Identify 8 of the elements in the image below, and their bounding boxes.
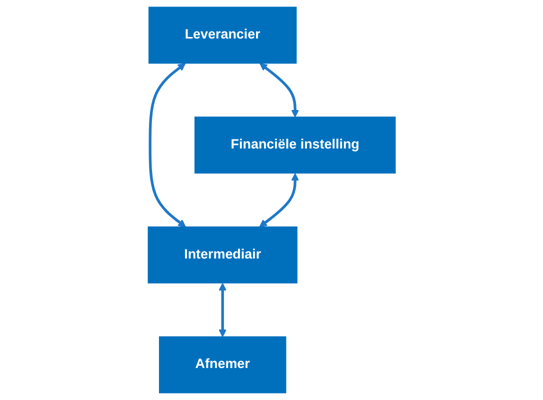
arrow [148, 63, 186, 228]
node-box: Financiële instelling [194, 116, 396, 174]
node-box: Afnemer [158, 336, 286, 394]
arrow [259, 63, 299, 118]
arrow [218, 282, 226, 338]
node-box: Intermediair [148, 226, 298, 284]
node-box: Leverancier [148, 6, 296, 64]
arrow [259, 173, 299, 228]
